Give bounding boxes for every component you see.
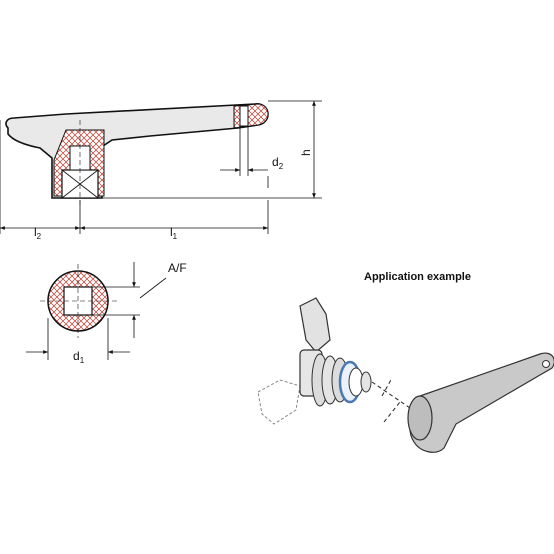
application-example-title: Application example: [364, 271, 471, 283]
tip-hole: [239, 105, 249, 127]
hub-section-view: [40, 264, 118, 338]
tip-section-hatch: [233, 103, 269, 129]
threaded-barrel: [311, 353, 372, 407]
cam-lock-lever: [299, 297, 331, 353]
dim-label-d1: d1: [73, 349, 85, 365]
lever-end-hole: [542, 360, 550, 368]
dim-label-h: h: [299, 149, 313, 156]
dim-label-l2: l2: [34, 225, 42, 241]
dim-label-l1: l1: [170, 225, 178, 241]
side-view-dimensions: [0, 100, 322, 234]
lever-body-outline: [5, 103, 269, 199]
lever-side-view: [5, 103, 269, 205]
dim-label-d2: d2: [272, 155, 284, 171]
section-view-dimensions: [26, 262, 167, 360]
application-illustration: [257, 297, 554, 453]
dim-label-af: A/F: [168, 261, 187, 275]
operating-lever: [407, 352, 554, 453]
